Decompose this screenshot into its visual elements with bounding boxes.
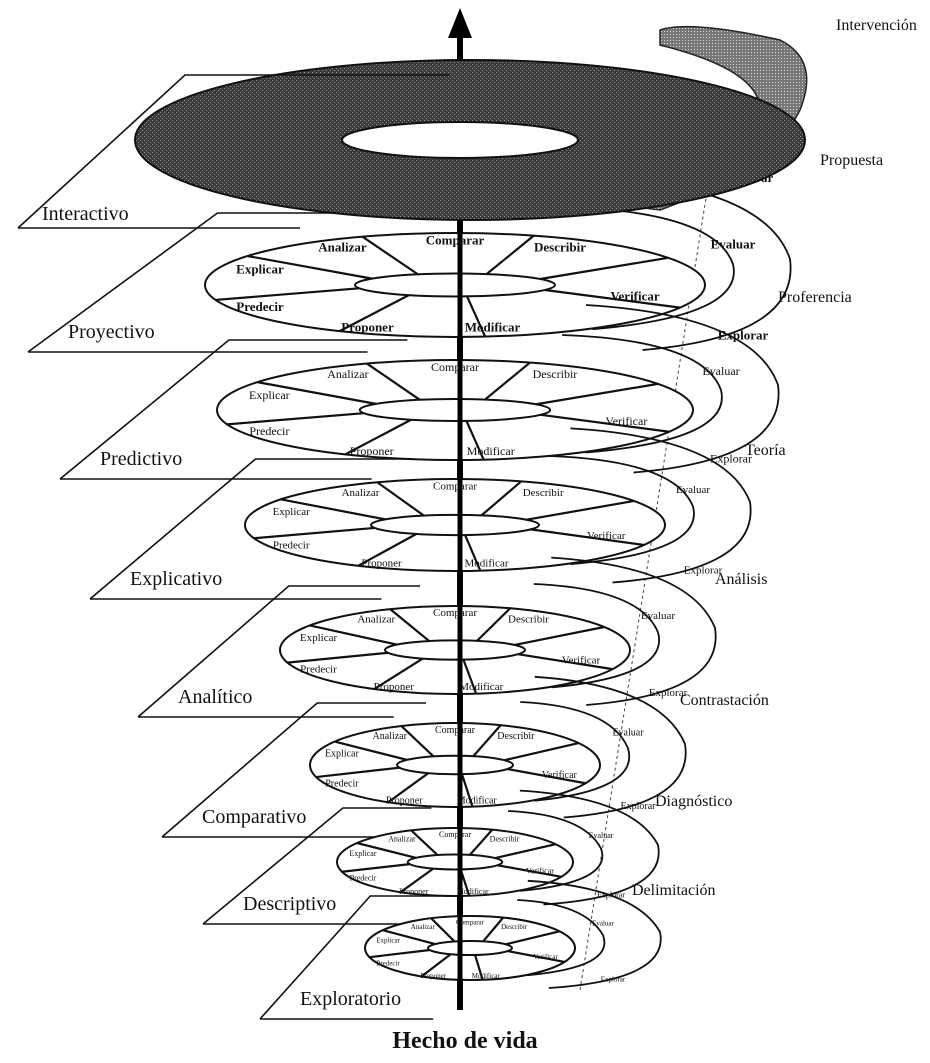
top-label-intervencion: Intervención bbox=[836, 17, 917, 34]
ring-label-proponer: Proponer bbox=[350, 444, 394, 458]
outer-label-contrastación: Contrastación bbox=[680, 692, 769, 709]
outer-label-análisis: Análisis bbox=[715, 571, 767, 588]
band-label-evaluar: Evaluar bbox=[641, 610, 676, 622]
band-label-evaluar: Evaluar bbox=[612, 728, 644, 739]
ring-label-predecir: Predecir bbox=[300, 663, 337, 675]
level-label-proyectivo: Proyectivo bbox=[68, 321, 155, 343]
band-label-evaluar: Evaluar bbox=[702, 364, 739, 378]
ring-label-verificar: Verificar bbox=[587, 530, 626, 542]
ring-label-verificar: Verificar bbox=[610, 288, 660, 303]
ring-label-modificar: Modificar bbox=[472, 972, 501, 980]
ring-label-modificar: Modificar bbox=[465, 320, 521, 335]
level-label-analítico: Analítico bbox=[178, 686, 252, 708]
diagram-title: Hecho de vida bbox=[392, 1028, 537, 1054]
axis-arrowhead bbox=[448, 8, 472, 38]
ring-label-comparar: Comparar bbox=[433, 480, 477, 492]
ring-label-analizar: Analizar bbox=[373, 731, 408, 742]
ring-label-comparar: Comparar bbox=[426, 232, 485, 247]
ring-label-analizar: Analizar bbox=[357, 613, 395, 625]
ring-label-comparar: Comparar bbox=[439, 830, 471, 839]
ring-label-proponer: Proponer bbox=[386, 795, 423, 806]
ring-label-comparar: Comparar bbox=[431, 360, 479, 374]
ring-label-predecir: Predecir bbox=[376, 959, 400, 967]
band-label-evaluar: Evaluar bbox=[711, 237, 756, 252]
ring-label-describir: Describir bbox=[534, 240, 586, 255]
ring-label-proponer: Proponer bbox=[341, 320, 394, 335]
band-label-explorar: Explorar bbox=[601, 976, 626, 984]
level-hole bbox=[385, 640, 525, 659]
top-disc-hole bbox=[342, 122, 578, 158]
ring-label-verificar: Verificar bbox=[562, 655, 601, 667]
ring-label-verificar: Verificar bbox=[605, 414, 647, 428]
ring-label-predecir: Predecir bbox=[273, 539, 310, 551]
ring-label-proponer: Proponer bbox=[399, 887, 429, 896]
ring-label-explicar: Explicar bbox=[273, 506, 311, 518]
ring-label-describir: Describir bbox=[490, 835, 520, 844]
ring-label-describir: Describir bbox=[501, 923, 528, 931]
ring-label-predecir: Predecir bbox=[236, 299, 284, 314]
outer-label-propuesta: Propuesta bbox=[820, 152, 883, 169]
level-hole bbox=[408, 855, 502, 870]
ring-label-comparar: Comparar bbox=[433, 607, 477, 619]
ring-label-explicar: Explicar bbox=[325, 748, 360, 759]
ring-label-explicar: Explicar bbox=[249, 388, 290, 402]
ring-label-analizar: Analizar bbox=[411, 923, 436, 931]
ring-label-explicar: Explicar bbox=[300, 632, 338, 644]
outer-label-delimitación: Delimitación bbox=[632, 882, 716, 899]
ring-label-analizar: Analizar bbox=[318, 240, 367, 255]
level-hole bbox=[397, 756, 513, 774]
level-hole bbox=[371, 515, 539, 535]
ring-label-predecir: Predecir bbox=[325, 779, 359, 790]
band-label-evaluar: Evaluar bbox=[592, 920, 614, 928]
ring-label-proponer: Proponer bbox=[374, 681, 415, 693]
outer-label-teoría: Teoría bbox=[745, 442, 786, 459]
level-hole bbox=[355, 274, 555, 297]
outer-label-diagnóstico: Diagnóstico bbox=[655, 793, 732, 810]
ring-label-analizar: Analizar bbox=[327, 367, 368, 381]
ring-label-modificar: Modificar bbox=[465, 558, 509, 570]
level-label-explicativo: Explicativo bbox=[130, 568, 222, 590]
interactive-disc bbox=[135, 27, 807, 220]
ring-label-verificar: Verificar bbox=[526, 866, 554, 875]
level-label-descriptivo: Descriptivo bbox=[243, 893, 336, 915]
ring-label-comparar: Comparar bbox=[456, 918, 485, 926]
band-label-explorar: Explorar bbox=[718, 328, 769, 343]
level-label-predictivo: Predictivo bbox=[100, 448, 182, 470]
outer-label-proferencia: Proferencia bbox=[778, 289, 852, 306]
level-hole bbox=[428, 941, 512, 955]
ring-label-describir: Describir bbox=[523, 487, 564, 499]
ring-label-verificar: Verificar bbox=[533, 953, 558, 961]
band-label-evaluar: Evaluar bbox=[676, 484, 711, 496]
ring-label-modificar: Modificar bbox=[457, 887, 489, 896]
ring-label-explicar: Explicar bbox=[376, 936, 400, 944]
ring-label-describir: Describir bbox=[533, 367, 578, 381]
ring-label-proponer: Proponer bbox=[420, 972, 446, 980]
ring-label-verificar: Verificar bbox=[542, 770, 578, 781]
ring-label-modificar: Modificar bbox=[457, 795, 498, 806]
ring-label-explicar: Explicar bbox=[236, 261, 284, 276]
ring-label-predecir: Predecir bbox=[249, 424, 289, 438]
level-hole bbox=[360, 399, 550, 421]
ring-label-analizar: Analizar bbox=[342, 487, 380, 499]
level-label-comparativo: Comparativo bbox=[202, 806, 306, 828]
ring-label-proponer: Proponer bbox=[361, 558, 402, 570]
ring-label-predecir: Predecir bbox=[350, 873, 377, 882]
ring-label-modificar: Modificar bbox=[459, 681, 503, 693]
ring-label-comparar: Comparar bbox=[435, 725, 476, 736]
ring-label-analizar: Analizar bbox=[388, 835, 416, 844]
level-label-exploratorio: Exploratorio bbox=[300, 988, 401, 1010]
band-label-explorar: Explorar bbox=[621, 801, 657, 812]
ring-label-describir: Describir bbox=[497, 731, 535, 742]
band-label-evaluar: Evaluar bbox=[589, 831, 614, 840]
ring-label-explicar: Explicar bbox=[349, 849, 376, 858]
ring-label-describir: Describir bbox=[508, 613, 549, 625]
level-label-interactivo: Interactivo bbox=[42, 203, 129, 225]
ring-label-modificar: Modificar bbox=[467, 444, 515, 458]
